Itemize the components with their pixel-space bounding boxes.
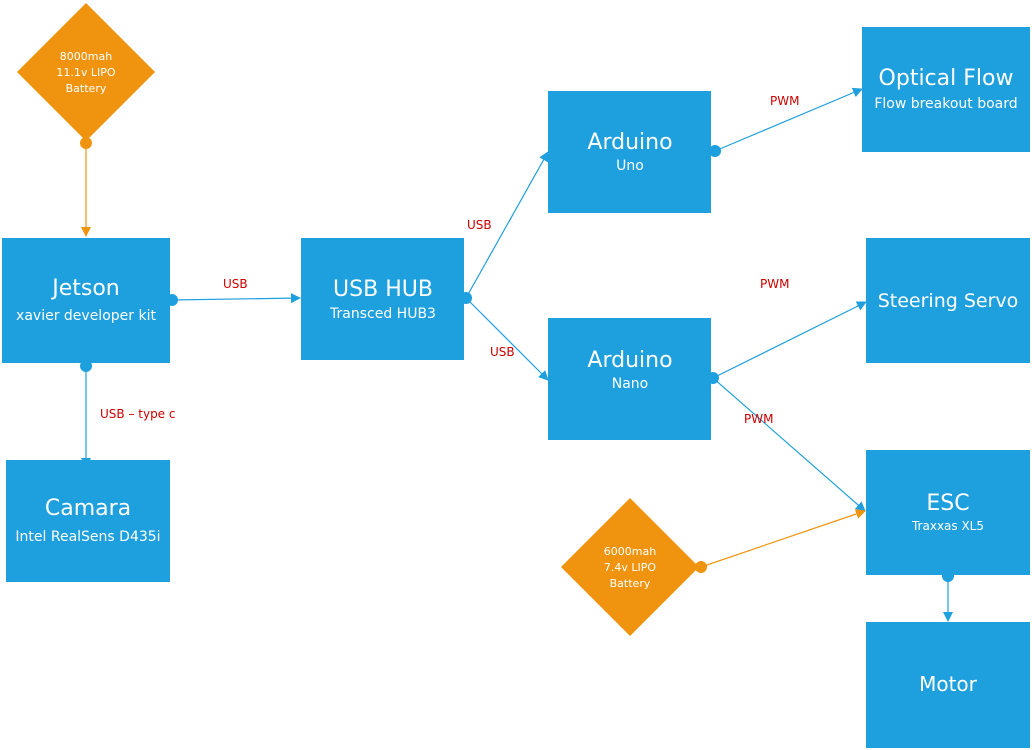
optical-flow-node: Optical Flow Flow breakout board — [862, 27, 1030, 152]
motor-box — [866, 622, 1030, 748]
label-hub-nano: USB — [490, 345, 515, 359]
arduino-uno-node: Arduino Uno — [548, 91, 711, 213]
battery-esc-shape — [561, 498, 699, 636]
battery-esc-node: 6000mah 7.4v LIPO Battery — [561, 498, 699, 636]
label-hub-uno: USB — [467, 218, 492, 232]
steering-servo-box — [866, 238, 1030, 363]
esc-node: ESC Traxxas XL5 — [866, 450, 1030, 575]
arduino-nano-node: Arduino Nano — [548, 318, 711, 440]
esc-subtitle: Traxxas XL5 — [911, 519, 984, 533]
motor-node: Motor — [866, 622, 1030, 748]
battery-main-shape — [17, 3, 155, 141]
battery-main-line1: 8000mah — [60, 50, 112, 63]
jetson-subtitle: xavier developer kit — [16, 308, 156, 324]
connector-jetson-hub — [171, 293, 301, 304]
battery-main-line2: 11.1v LIPO — [56, 66, 116, 79]
connector-nano-servo — [712, 301, 867, 379]
connector-nano-esc — [712, 377, 866, 512]
battery-esc-line3: Battery — [610, 577, 651, 590]
jetson-node: Jetson xavier developer kit — [2, 238, 170, 363]
label-nano-servo: PWM — [760, 277, 789, 291]
arduino-nano-box — [548, 318, 711, 440]
optical-flow-box — [862, 27, 1030, 152]
battery-esc-line1: 6000mah — [604, 545, 656, 558]
edge-labels: USB – type c USB USB USB PWM PWM PWM — [100, 94, 799, 426]
connector-hub-uno — [465, 151, 549, 299]
esc-box — [866, 450, 1030, 575]
connector-uno-flow — [714, 87, 863, 152]
camara-box — [6, 460, 170, 582]
connector-dot — [80, 137, 92, 149]
label-jetson-camara: USB – type c — [100, 407, 175, 421]
usb-hub-node: USB HUB Transced HUB3 — [301, 238, 464, 360]
arduino-uno-box — [548, 91, 711, 213]
usb-hub-subtitle: Transced HUB3 — [329, 306, 436, 322]
motor-title: Motor — [919, 672, 978, 696]
arduino-uno-title: Arduino — [587, 130, 672, 155]
battery-main-line3: Battery — [66, 82, 107, 95]
connector-battery-esc — [700, 509, 866, 568]
camara-subtitle: Intel RealSens D435i — [15, 529, 160, 545]
steering-servo-title: Steering Servo — [878, 290, 1019, 312]
label-nano-esc: PWM — [744, 412, 773, 426]
camara-title: Camara — [45, 496, 131, 521]
arduino-nano-title: Arduino — [587, 348, 672, 373]
optical-flow-title: Optical Flow — [879, 66, 1014, 91]
usb-hub-box — [301, 238, 464, 360]
camara-node: Camara Intel RealSens D435i — [6, 460, 170, 582]
jetson-title: Jetson — [50, 276, 120, 301]
arduino-uno-subtitle: Uno — [616, 158, 644, 174]
arduino-nano-subtitle: Nano — [612, 376, 649, 392]
connector-dot — [695, 561, 707, 573]
connectors — [80, 87, 954, 622]
connector-dot — [709, 145, 721, 157]
optical-flow-subtitle: Flow breakout board — [874, 96, 1017, 112]
jetson-box — [2, 238, 170, 363]
steering-servo-node: Steering Servo — [866, 238, 1030, 363]
label-uno-flow: PWM — [770, 94, 799, 108]
battery-esc-line2: 7.4v LIPO — [604, 561, 657, 574]
battery-main-node: 8000mah 11.1v LIPO Battery — [17, 3, 155, 141]
connector-hub-nano — [465, 297, 549, 381]
label-jetson-hub: USB — [223, 277, 248, 291]
usb-hub-title: USB HUB — [333, 277, 433, 302]
esc-title: ESC — [926, 491, 969, 516]
